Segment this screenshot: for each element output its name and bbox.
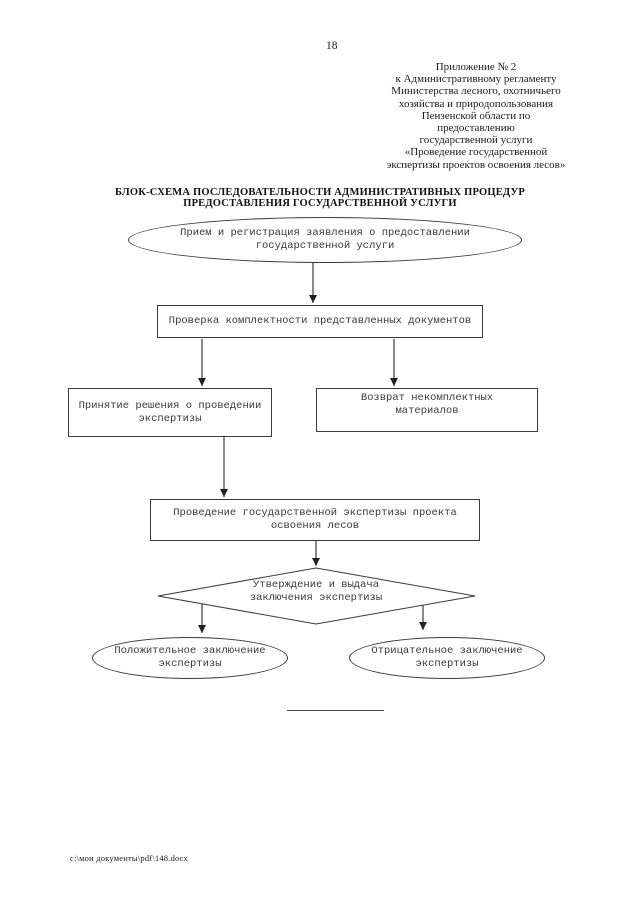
document-title-line: ПРЕДОСТАВЛЕНИЯ ГОСУДАРСТВЕННОЙ УСЛУГИ [183,198,457,209]
node-text-line: Утверждение и выдача [252,579,380,591]
node-text-line: Проверка комплектности представленных до… [168,315,472,327]
document-title-line: БЛОК-СХЕМА ПОСЛЕДОВАТЕЛЬНОСТИ АДМИНИСТРА… [115,187,525,198]
flowchart-node-negative-conclusion: Отрицательное заключение экспертизы [349,637,545,679]
node-text-line: экспертизы [158,658,222,670]
node-text-line: Прием и регистрация заявления о предоста… [180,227,470,239]
flowchart-node-conduct-expertise: Проведение государственной экспертизы пр… [150,499,480,541]
flowchart-node-check-documents: Проверка комплектности представленных до… [157,305,483,338]
file-path-footer: c:\мои документы\pdf\148.docx [70,853,188,863]
node-text-line: материалов [395,405,459,417]
appendix-header: Приложение № 2 к Административному регла… [385,61,567,171]
diamond-shape [157,567,476,625]
appendix-header-line: государственной услуги [419,134,533,147]
appendix-header-line: экспертизы проектов освоения лесов» [386,158,566,171]
appendix-header-line: Приложение № 2 [435,61,517,73]
appendix-header-line: хозяйства и природопользования [398,97,554,110]
appendix-header-line: к Административному регламенту [395,73,557,86]
flowchart-node-approval-decision: Утверждение и выдача заключения эксперти… [166,579,466,605]
node-text-line: государственной услуги [255,240,395,252]
node-text-line: освоения лесов [270,520,360,532]
node-text-line: экспертизы [138,412,202,425]
node-text-line: Отрицательное заключение [371,645,523,657]
flowchart-node-start: Прием и регистрация заявления о предоста… [128,217,522,263]
document-title: БЛОК-СХЕМА ПОСЛЕДОВАТЕЛЬНОСТИ АДМИНИСТРА… [70,187,570,209]
node-text-line: Возврат некомплектных [360,392,494,404]
node-text-line: экспертизы [415,658,479,670]
flowchart-node-positive-conclusion: Положительное заключение экспертизы [92,637,288,679]
footnote-separator-line [287,710,384,711]
page-number: 18 [326,40,338,52]
flowchart-node-return-materials: Возврат некомплектных материалов [316,388,538,432]
appendix-header-line: Пензенской области по предоставлению [421,109,531,135]
appendix-header-line: Министерства лесного, охотничьего [391,85,561,98]
node-text-line: заключения экспертизы [249,592,383,604]
flowchart-node-decision-to-conduct: Принятие решения о проведении экспертизы [68,388,272,437]
appendix-header-line: «Проведение государственной [404,146,548,159]
node-text-line: Положительное заключение [114,645,266,657]
node-text-line: Проведение государственной экспертизы пр… [173,507,457,519]
node-text-line: Принятие решения о проведении [78,399,262,412]
